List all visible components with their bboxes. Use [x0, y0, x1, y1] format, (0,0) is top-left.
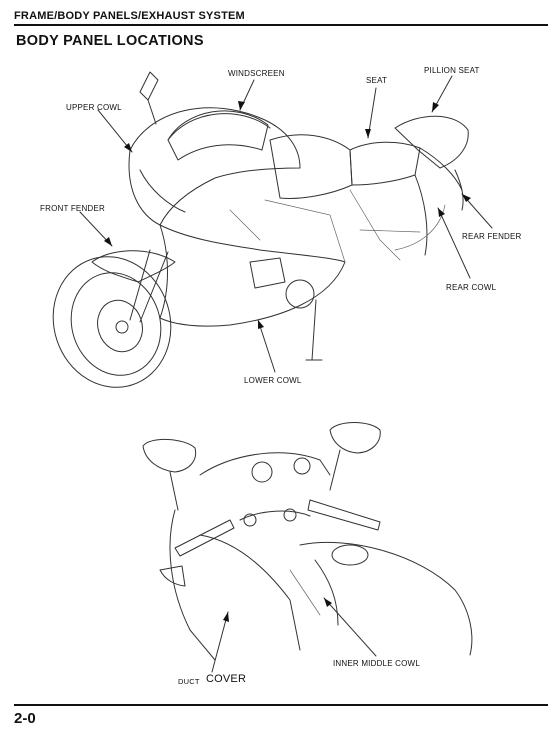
label-rear-fender: REAR FENDER — [462, 232, 522, 241]
label-inner-middle-cowl: INNER MIDDLE COWL — [333, 659, 420, 668]
page-title: BODY PANEL LOCATIONS — [16, 33, 204, 49]
label-front-fender: FRONT FENDER — [40, 204, 105, 213]
motorcycle-side-view — [52, 71, 469, 388]
cockpit-close-up — [142, 422, 473, 661]
label-duct-cover-duct: DUCT — [178, 677, 200, 686]
section-header: FRAME/BODY PANELS/EXHAUST SYSTEM — [14, 10, 245, 22]
label-upper-cowl: UPPER COWL — [66, 103, 122, 112]
label-duct-cover-cover: COVER — [206, 673, 247, 685]
page-number: 2-0 — [14, 710, 36, 727]
label-lower-cowl: LOWER COWL — [244, 376, 302, 385]
leader-lines — [79, 75, 493, 673]
label-rear-cowl: REAR COWL — [446, 283, 497, 292]
footer-rule — [14, 704, 548, 706]
label-windscreen: WINDSCREEN — [228, 69, 285, 78]
header-rule — [14, 24, 548, 26]
label-seat: SEAT — [366, 76, 388, 85]
label-pillion-seat: PILLION SEAT — [424, 66, 480, 75]
